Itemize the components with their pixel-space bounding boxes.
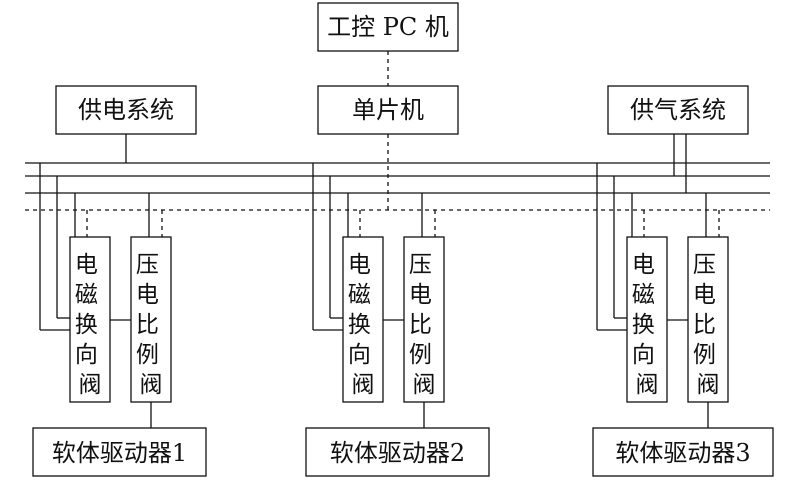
mcu-label: 单片机 xyxy=(352,96,424,124)
piezo-valve-label: 压 电 比 例 阀 xyxy=(136,252,166,398)
soft-actuator-label: 软体驱动器2 xyxy=(330,439,465,467)
soft-actuator-1: 软体驱动器1 xyxy=(32,427,207,477)
soft-actuator-label: 软体驱动器3 xyxy=(615,439,750,467)
ipc-node: 工控 PC 机 xyxy=(317,2,459,52)
valve-group-2: 电 磁 换 向 阀 压 电 比 例 阀 软体驱动器2 xyxy=(305,163,490,477)
power-supply-label: 供电系统 xyxy=(78,96,174,124)
bus-lines xyxy=(25,134,770,211)
soft-actuator-label: 软体驱动器1 xyxy=(52,439,187,467)
solenoid-valve-label: 电 磁 换 向 阀 xyxy=(75,252,105,398)
piezo-valve: 压 电 比 例 阀 xyxy=(130,236,172,403)
power-supply-node: 供电系统 xyxy=(55,85,197,135)
ipc-label: 工控 PC 机 xyxy=(327,13,449,41)
piezo-valve: 压 电 比 例 阀 xyxy=(403,236,445,403)
solenoid-valve: 电 磁 换 向 阀 xyxy=(626,236,668,403)
piezo-valve: 压 电 比 例 阀 xyxy=(687,236,729,403)
gas-supply-label: 供气系统 xyxy=(630,96,726,124)
solenoid-valve: 电 磁 换 向 阀 xyxy=(69,236,111,403)
solenoid-valve-label: 电 磁 换 向 阀 xyxy=(632,252,662,398)
gas-supply-node: 供气系统 xyxy=(607,85,749,135)
soft-actuator-3: 软体驱动器3 xyxy=(592,427,774,477)
solenoid-valve-label: 电 磁 换 向 阀 xyxy=(348,252,378,398)
piezo-valve-label: 压 电 比 例 阀 xyxy=(409,252,439,398)
mcu-node: 单片机 xyxy=(317,85,459,135)
soft-actuator-2: 软体驱动器2 xyxy=(305,427,490,477)
valve-group-3: 电 磁 换 向 阀 压 电 比 例 阀 软体驱动器3 xyxy=(592,163,774,477)
valve-group-1: 电 磁 换 向 阀 压 电 比 例 阀 软体驱动器1 xyxy=(32,163,207,477)
solenoid-valve: 电 磁 换 向 阀 xyxy=(342,236,384,403)
piezo-valve-label: 压 电 比 例 阀 xyxy=(693,252,723,398)
